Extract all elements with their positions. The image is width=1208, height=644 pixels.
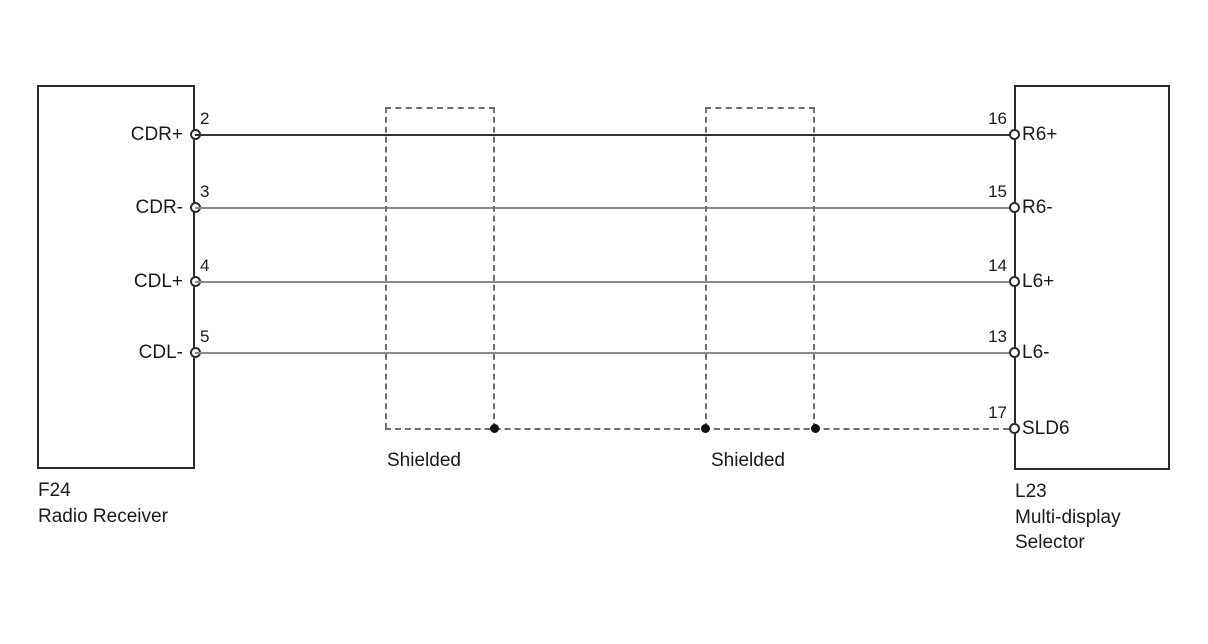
shield-caption-2: Shielded	[711, 450, 785, 471]
left-connector-box	[37, 85, 195, 469]
right-connector-box	[1014, 85, 1170, 470]
right-terminal-1	[1009, 129, 1020, 140]
shield-caption-1: Shielded	[387, 450, 461, 471]
right-pin-number-2: 15	[988, 182, 1007, 201]
left-pin-label-4: CDL-	[138, 342, 183, 363]
right-pin-number-4: 13	[988, 327, 1007, 346]
right-connector-caption: L23 Multi-display Selector	[1015, 481, 1121, 554]
left-pin-number-1: 2	[200, 109, 210, 128]
right-pin-label-2: R6-	[1022, 197, 1053, 218]
right-pin-label-3: L6+	[1022, 271, 1055, 292]
wire-cdlminus-l6minus	[195, 352, 1019, 354]
left-pin-number-2: 3	[200, 182, 210, 201]
right-pin-number-1: 16	[988, 109, 1007, 128]
right-terminal-4	[1009, 347, 1020, 358]
wire-cdrminus-r6minus	[195, 207, 1019, 209]
right-terminal-3	[1009, 276, 1020, 287]
left-pin-label-1: CDR+	[130, 124, 183, 145]
right-pin-label-4: L6-	[1022, 342, 1050, 363]
right-pin-label-1: R6+	[1022, 124, 1058, 145]
shield-junction-dot-3	[811, 424, 820, 433]
left-connector-caption: F24 Radio Receiver	[38, 480, 168, 527]
shield-junction-dot-2	[701, 424, 710, 433]
right-terminal-2	[1009, 202, 1020, 213]
left-pin-label-2: CDR-	[135, 197, 184, 218]
shield-enclosure-1	[385, 107, 495, 429]
shield-enclosure-2	[705, 107, 815, 429]
right-pin-label-5: SLD6	[1022, 418, 1070, 439]
left-pin-number-3: 4	[200, 256, 210, 275]
right-pin-number-5: 17	[988, 403, 1007, 422]
shield-junction-dot-1	[490, 424, 499, 433]
left-pin-number-4: 5	[200, 327, 210, 346]
left-pin-label-3: CDL+	[133, 271, 183, 292]
right-terminal-5	[1009, 423, 1020, 434]
wire-cdlplus-l6plus	[195, 281, 1019, 283]
right-pin-number-3: 14	[988, 256, 1007, 275]
wire-cdrplus-r6plus	[195, 134, 1019, 136]
